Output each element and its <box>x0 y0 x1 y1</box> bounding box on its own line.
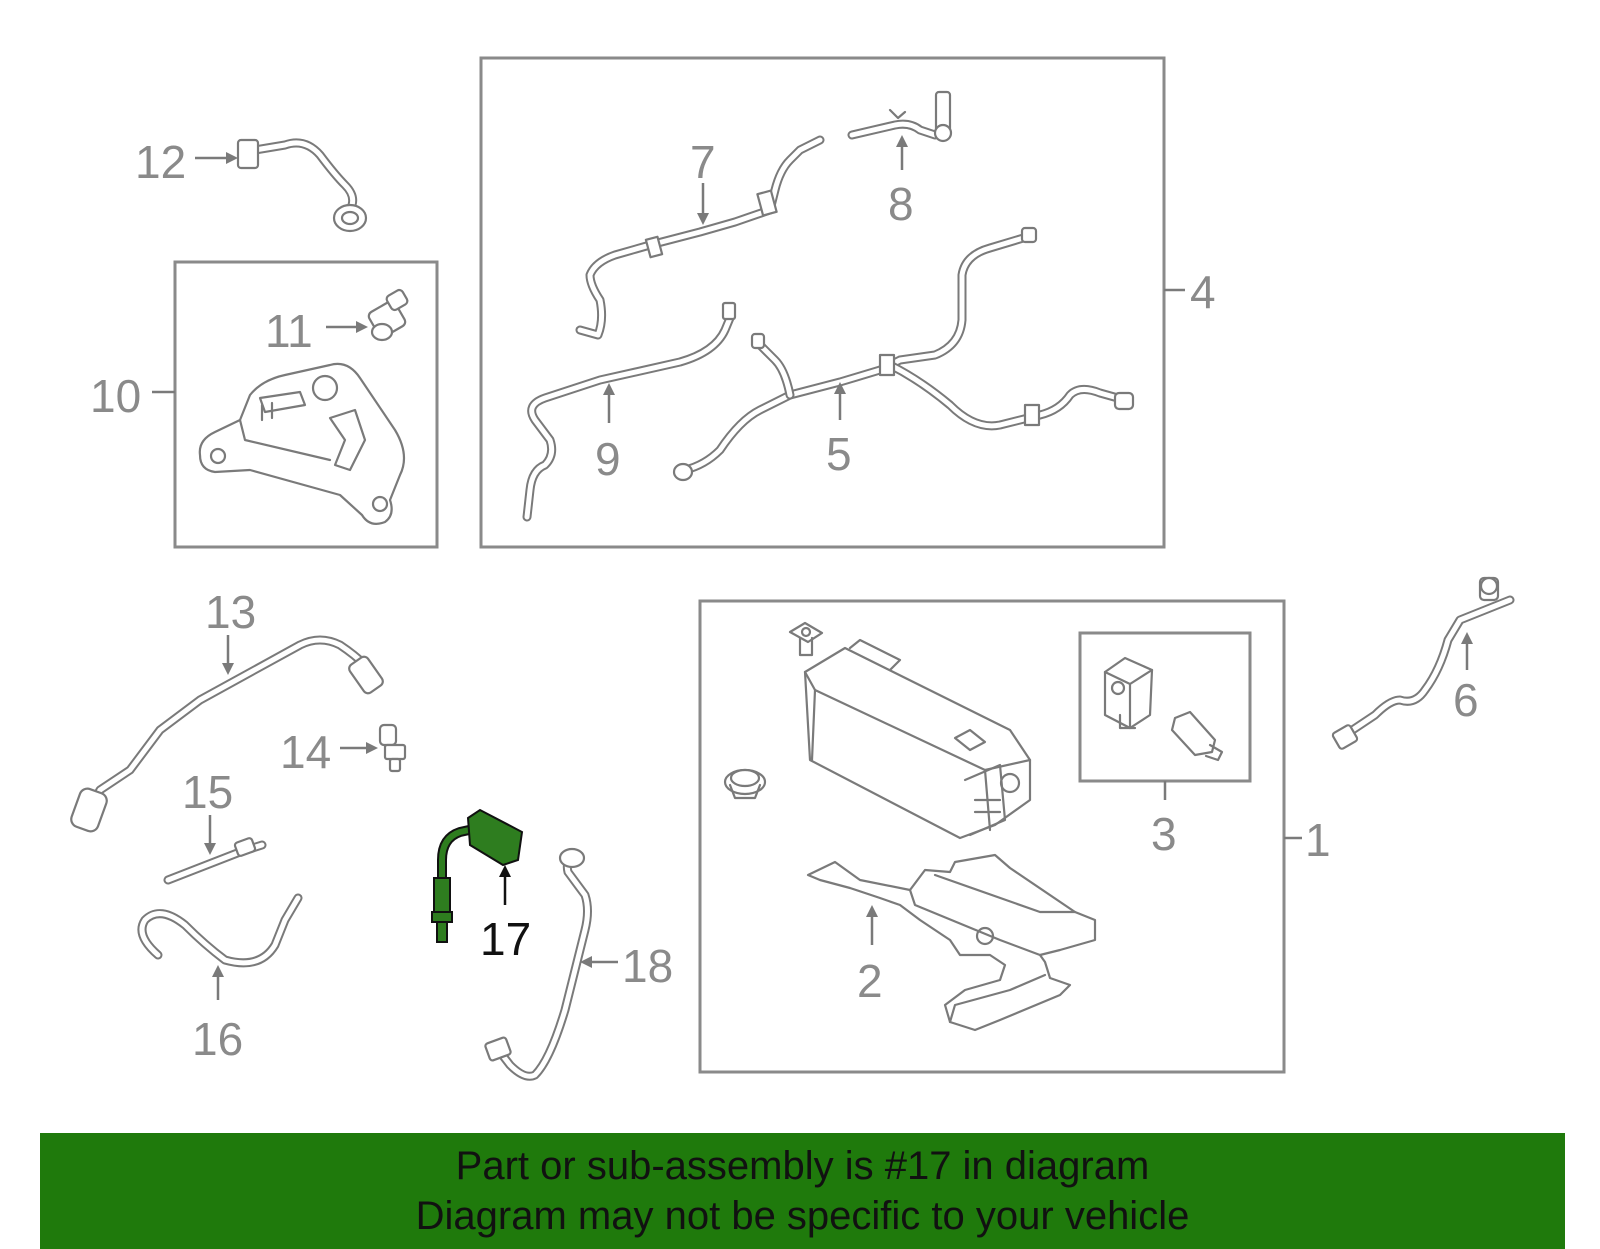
part-3-sensor[interactable] <box>1103 656 1224 762</box>
callout-8[interactable]: 8 <box>888 178 914 230</box>
part-6-sensor[interactable] <box>1331 576 1515 750</box>
leader-11 <box>326 321 368 333</box>
group-box-1 <box>698 599 1286 1074</box>
part-1-canister[interactable] <box>788 621 1032 840</box>
callout-14[interactable]: 14 <box>280 726 331 778</box>
part-2-bracket[interactable] <box>806 853 1097 1032</box>
leader-6 <box>1461 632 1473 670</box>
banner-disclaimer-line: Diagram may not be specific to your vehi… <box>415 1194 1190 1238</box>
leader-16 <box>212 965 224 1000</box>
part-5-tube-assembly[interactable] <box>672 226 1135 482</box>
callout-10[interactable]: 10 <box>90 370 141 422</box>
callout-16[interactable]: 16 <box>192 1013 243 1065</box>
leader-14 <box>340 742 378 754</box>
callout-13[interactable]: 13 <box>205 586 256 638</box>
leader-18 <box>580 956 618 968</box>
part-18-sensor[interactable] <box>484 847 592 1081</box>
leader-2 <box>866 905 878 945</box>
part-15-pipe[interactable] <box>163 837 267 885</box>
part-17-highlighted[interactable] <box>431 808 524 943</box>
group-box-4 <box>479 56 1166 549</box>
leader-7 <box>697 183 709 225</box>
callout-17[interactable]: 17 <box>480 913 531 965</box>
callout-3[interactable]: 3 <box>1151 808 1177 860</box>
callout-9[interactable]: 9 <box>595 433 621 485</box>
callout-7[interactable]: 7 <box>690 136 716 188</box>
leader-17 <box>499 865 511 905</box>
leader-12 <box>195 152 238 164</box>
part-9-tube[interactable] <box>522 301 737 522</box>
callout-4[interactable]: 4 <box>1190 266 1216 318</box>
part-14-valve[interactable] <box>378 723 407 773</box>
callout-2[interactable]: 2 <box>857 955 883 1007</box>
leader-13 <box>222 635 234 675</box>
part-10-bracket[interactable] <box>198 362 406 525</box>
leader-8 <box>896 135 908 170</box>
callout-15[interactable]: 15 <box>182 766 233 818</box>
part-13-hose[interactable] <box>69 635 385 834</box>
callout-5[interactable]: 5 <box>826 428 852 480</box>
callout-12[interactable]: 12 <box>135 136 186 188</box>
part-grommet[interactable] <box>723 768 767 800</box>
leader-15 <box>204 815 216 855</box>
callout-18[interactable]: 18 <box>622 940 673 992</box>
callout-1[interactable]: 1 <box>1305 814 1331 866</box>
part-7-tube[interactable] <box>575 135 825 340</box>
callout-11[interactable]: 11 <box>265 305 313 357</box>
part-12-hose[interactable] <box>236 138 368 233</box>
info-banner: Part or sub-assembly is #17 in diagram D… <box>40 1133 1565 1249</box>
part-16-hose[interactable] <box>137 893 303 968</box>
callout-6[interactable]: 6 <box>1453 674 1479 726</box>
part-11-sensor[interactable] <box>367 288 409 342</box>
part-8-connector[interactable] <box>847 90 953 143</box>
group-box-10 <box>173 260 439 549</box>
leader-5 <box>834 382 846 420</box>
leader-9 <box>603 383 615 423</box>
banner-part-line: Part or sub-assembly is #17 in diagram <box>455 1144 1150 1188</box>
